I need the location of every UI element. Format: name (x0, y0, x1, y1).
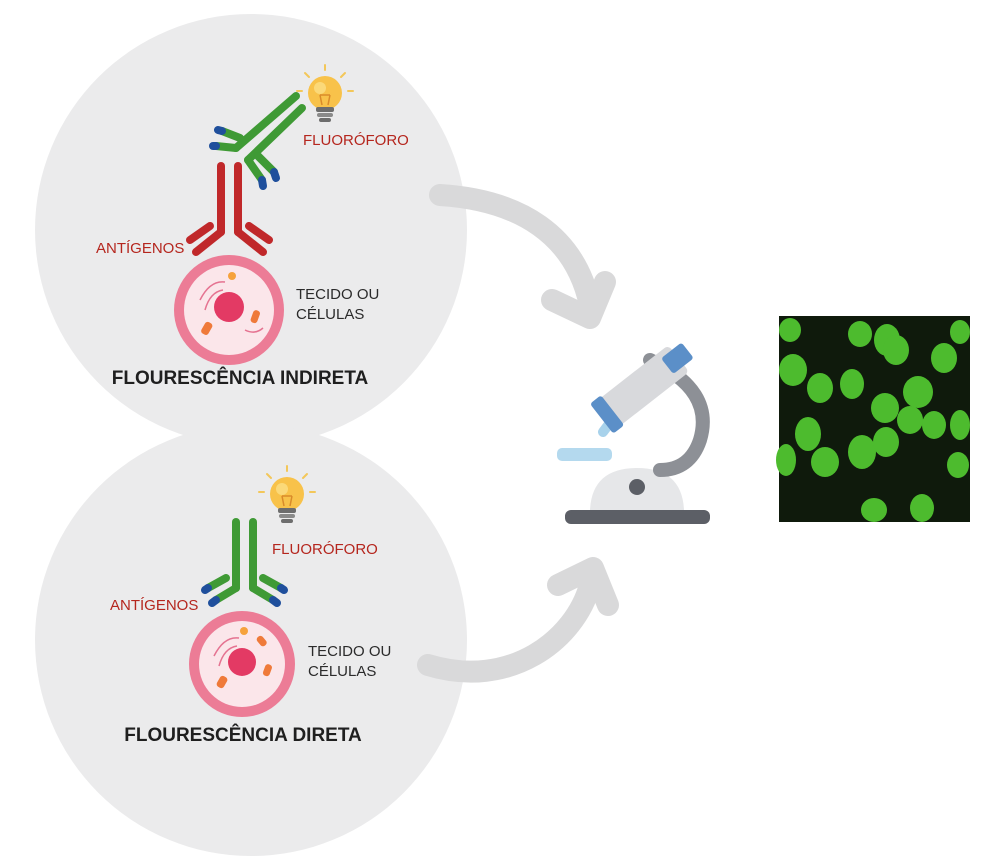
primary-antibody-icon (186, 162, 273, 256)
direct-fluorophore-label: FLUORÓFORO (272, 541, 378, 558)
direct-panel: FLUORÓFORO ANTÍGENOS TECIDO OU CÉLULAS F… (110, 465, 391, 746)
indirect-cell-label-line1: TECIDO OU (296, 286, 379, 303)
top-arrow-head (541, 271, 616, 329)
indirect-panel: FLUORÓFORO ANTÍGENOS TECIDO OU CÉLULAS F… (96, 64, 409, 389)
light-bulb-icon (296, 64, 354, 122)
cell-icon (189, 611, 295, 717)
direct-cell-label-line1: TECIDO OU (308, 643, 391, 660)
indirect-fluorophore-label: FLUORÓFORO (303, 132, 409, 149)
microscope-icon (557, 343, 710, 524)
top-arrow (429, 184, 601, 316)
fluorescent-cells-image (776, 316, 970, 522)
indirect-antigen-label: ANTÍGENOS (96, 240, 184, 257)
indirect-panel-title: FLOURESCÊNCIA INDIRETA (112, 367, 369, 389)
direct-antigen-label: ANTÍGENOS (110, 597, 198, 614)
light-bulb-icon (258, 465, 316, 523)
labeled-antibody-icon (201, 518, 288, 607)
bottom-arrow-head (547, 557, 619, 616)
cell-icon (174, 255, 284, 365)
arrows (417, 184, 619, 683)
bottom-arrow (417, 574, 601, 683)
secondary-antibody-icon (209, 92, 306, 190)
direct-cell-label-line2: CÉLULAS (308, 663, 376, 680)
indirect-cell-label-line2: CÉLULAS (296, 306, 364, 323)
direct-panel-title: FLOURESCÊNCIA DIRETA (124, 724, 362, 746)
